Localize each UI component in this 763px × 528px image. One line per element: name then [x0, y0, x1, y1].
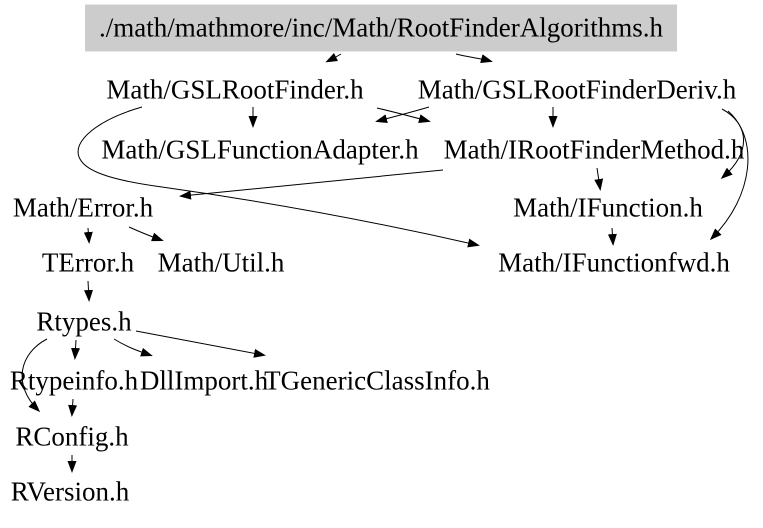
edge-error-to-terror [83, 227, 93, 244]
node-root: ./math/mathmore/inc/Math/RootFinderAlgor… [85, 4, 677, 52]
node-tgenericclassinfo[interactable]: TGenericClassInfo.h [264, 365, 490, 396]
edge-root-to-gslrootfinderderiv [455, 53, 493, 63]
edge-irootfindermethod-to-ifunction [594, 167, 604, 191]
edge-gslrootfinderderiv-to-gslfunctionadapter [375, 106, 430, 124]
node-ifunctionfwd[interactable]: Math/IFunctionfwd.h [498, 247, 730, 278]
edge-irootfindermethod-to-error [179, 169, 444, 200]
node-dllimport[interactable]: DllImport.h [139, 365, 269, 396]
edge-rtypes-to-dllimport [113, 338, 153, 357]
node-gslfunctionadapter[interactable]: Math/GSLFunctionAdapter.h [101, 134, 419, 165]
node-util[interactable]: Math/Util.h [157, 247, 285, 278]
node-gslrootfinderderiv[interactable]: Math/GSLRootFinderDeriv.h [417, 74, 737, 105]
edge-root-to-gslrootfinder [325, 52, 342, 63]
edge-rtypeinfo-to-rconfig [68, 398, 78, 417]
edge-rtypes-to-rtypeinfo [71, 339, 81, 360]
edge-rtypes-to-rconfig [21, 338, 48, 413]
node-irootfindermethod[interactable]: Math/IRootFinderMethod.h [443, 134, 745, 165]
node-gslrootfinder[interactable]: Math/GSLRootFinder.h [106, 74, 364, 105]
edge-gslrootfinder-to-ifunctionfwd [77, 106, 480, 248]
node-terror[interactable]: TError.h [41, 247, 135, 278]
node-rversion[interactable]: RVersion.h [10, 476, 130, 507]
node-rtypeinfo[interactable]: Rtypeinfo.h [9, 365, 139, 396]
node-rtypes[interactable]: Rtypes.h [36, 306, 132, 337]
edge-gslrootfinderderiv-to-ifunctionfwd [709, 110, 749, 241]
edge-rtypes-to-tgenericclassinfo [135, 330, 266, 358]
edge-ifunction-to-ifunctionfwd [607, 227, 617, 246]
node-error[interactable]: Math/Error.h [12, 192, 154, 223]
edge-gslrootfinderderiv-to-ifunction [720, 108, 744, 179]
node-ifunction[interactable]: Math/IFunction.h [513, 192, 703, 223]
edge-error-to-util [128, 226, 164, 242]
edge-terror-to-rtypes [84, 280, 93, 302]
node-rconfig[interactable]: RConfig.h [15, 421, 129, 452]
